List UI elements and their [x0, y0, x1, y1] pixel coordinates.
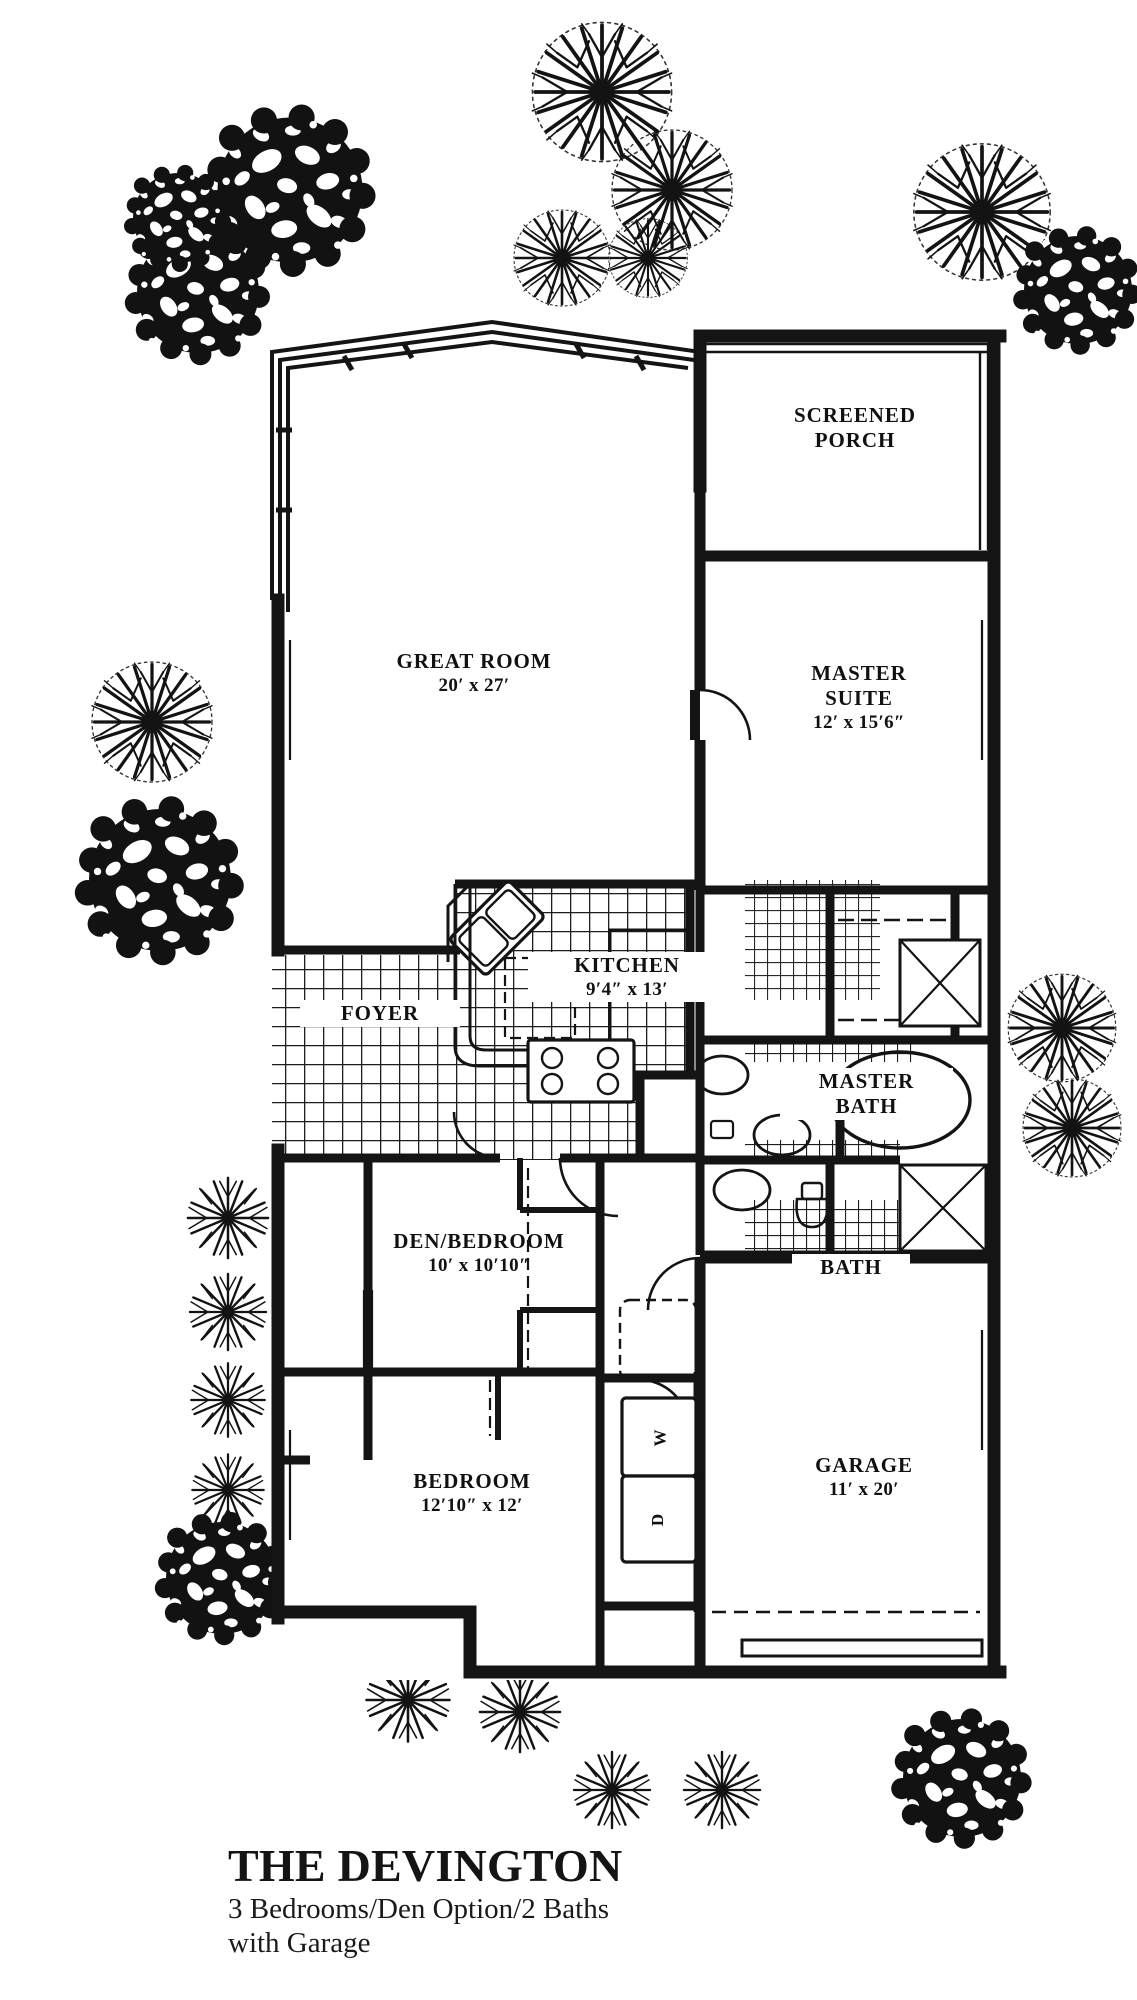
kitchen-counters: [453, 884, 690, 1068]
laundry-appliances: [618, 1298, 698, 1564]
plan-subtitle-line-2: with Garage: [228, 1926, 371, 1959]
bath-fixtures: [712, 1163, 988, 1253]
walls: [270, 319, 1007, 1679]
kitchen-sink: [446, 880, 545, 976]
plan-subtitle-line-1: 3 Bedrooms/Den Option/2 Baths: [228, 1893, 610, 1925]
fixtures: [446, 690, 988, 1614]
page-title: THE DEVINGTON: [228, 1840, 623, 1891]
kitchen-cooktop: [526, 1038, 636, 1104]
title-block: THE DEVINGTON 3 Bedrooms/Den Option/2 Ba…: [228, 1843, 928, 1961]
master-bath-fixtures: [694, 938, 982, 1157]
